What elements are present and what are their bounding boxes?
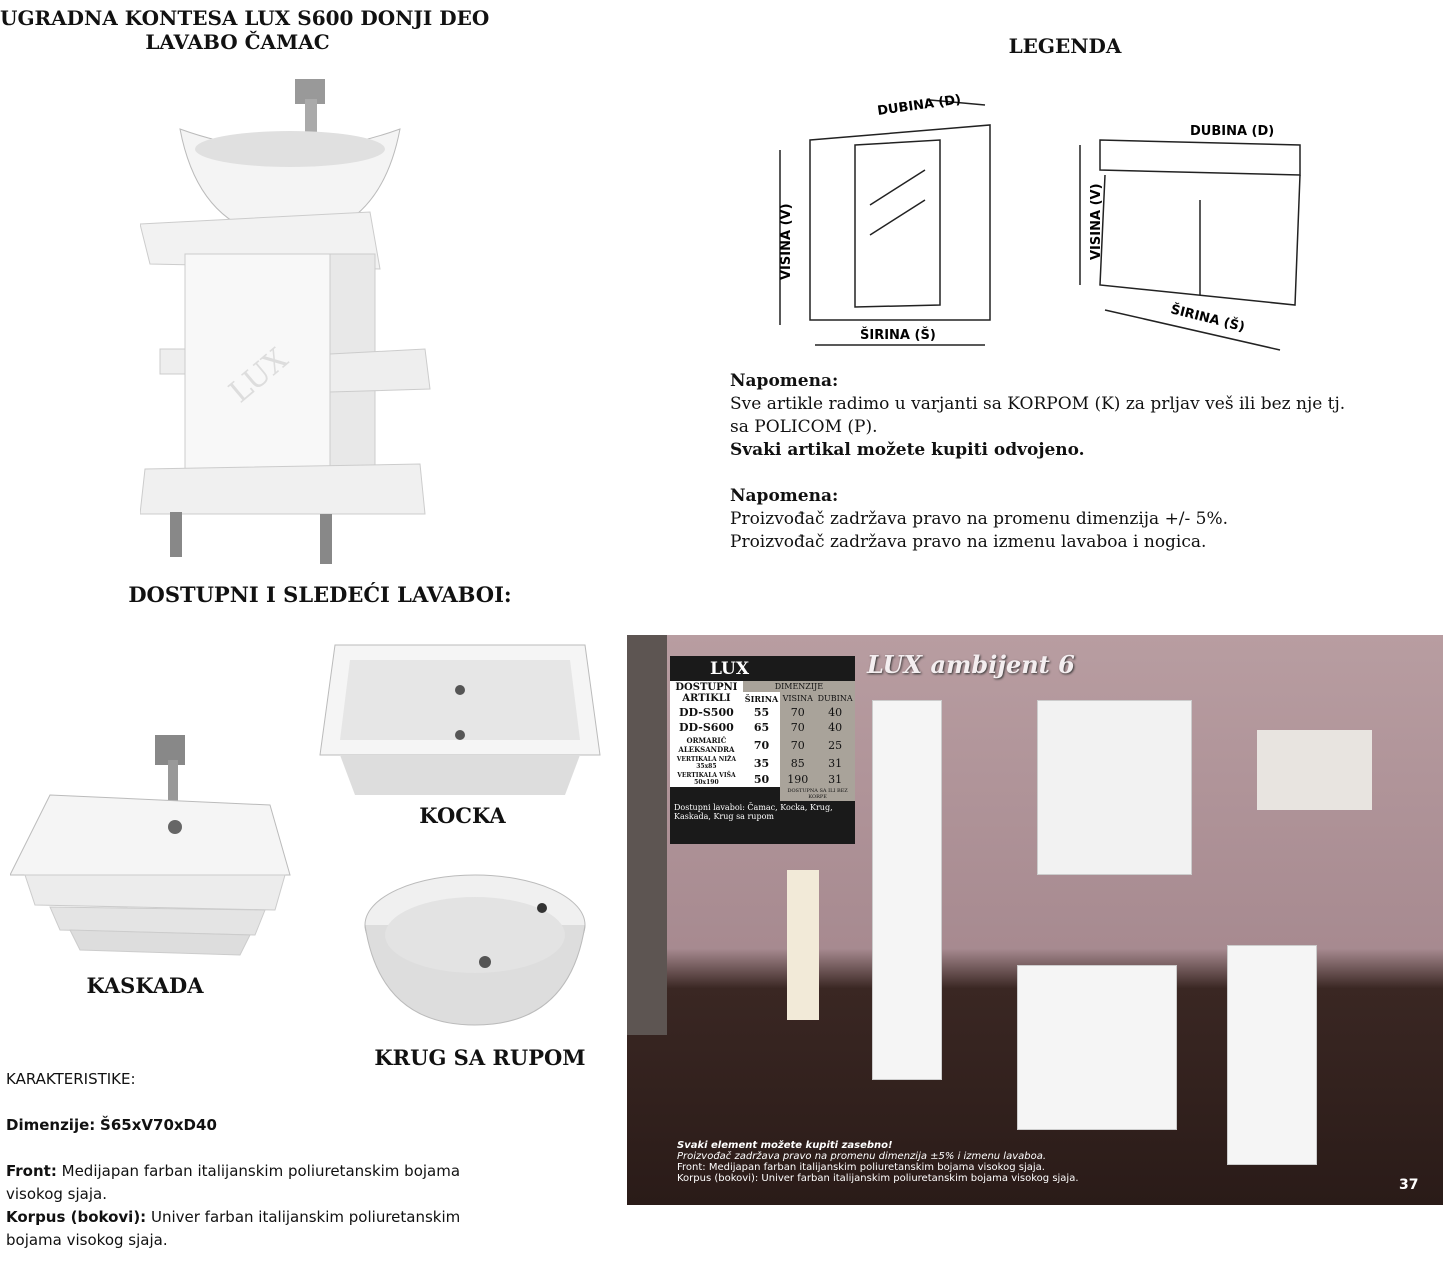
cell: VERTIKALA NIŽA 35x85 bbox=[670, 755, 743, 771]
basin-kocka-image bbox=[319, 644, 601, 795]
cell: DD-S600 bbox=[670, 720, 743, 735]
note-heading: Napomena: bbox=[730, 486, 839, 506]
basins-title: DOSTUPNI I SLEDEĆI LAVABOI: bbox=[128, 582, 512, 607]
vanity-unit bbox=[1017, 965, 1177, 1130]
caption-line: Front: Medijapan farban italijanskim pol… bbox=[677, 1162, 1045, 1173]
cell: DD-S500 bbox=[670, 705, 743, 720]
korpus-text: Univer farban italijanskim poliuretanski… bbox=[150, 1208, 461, 1226]
product-title: UGRADNA KONTESA LUX S600 DONJI DEO LAVAB… bbox=[0, 6, 490, 54]
basin-kaskada-image bbox=[10, 735, 291, 956]
basin-krug-image bbox=[364, 874, 586, 1026]
legend-depth-label: DUBINA (D) bbox=[876, 92, 962, 119]
note-bold-line: Svaki artikal možete kupiti odvojeno. bbox=[730, 440, 1085, 460]
notes: Napomena: Sve artikle radimo u varjanti … bbox=[730, 370, 1430, 554]
col-header: VISINA bbox=[780, 692, 816, 705]
cell: 65 bbox=[742, 720, 781, 735]
cell: 70 bbox=[742, 735, 781, 755]
cell: 70 bbox=[780, 735, 816, 755]
cell: 40 bbox=[815, 705, 855, 720]
legend-height-label: VISINA (V) bbox=[1089, 183, 1104, 260]
cell: 70 bbox=[780, 720, 816, 735]
product-image-cabinet: LUX bbox=[140, 79, 431, 564]
cell: 35 bbox=[742, 755, 781, 771]
legend-title: LEGENDA bbox=[1008, 34, 1122, 58]
cell: 31 bbox=[815, 755, 855, 771]
front-text: Medijapan farban italijanskim poliuretan… bbox=[61, 1162, 461, 1180]
legend-diagrams: DUBINA (D) VISINA (V) ŠIRINA (Š) DUBINA … bbox=[779, 92, 1301, 351]
tall-cabinet bbox=[872, 700, 942, 1080]
legend-width-label: ŠIRINA (Š) bbox=[1169, 301, 1246, 335]
basin-label-krug: KRUG SA RUPOM bbox=[374, 1045, 586, 1070]
korpus-text: bojama visokog sjaja. bbox=[6, 1231, 168, 1249]
caption-line: Proizvođač zadržava pravo na promenu dim… bbox=[677, 1151, 1047, 1162]
characteristics-heading: KARAKTERISTIKE: bbox=[6, 1070, 136, 1088]
floor-lamp bbox=[787, 870, 819, 1020]
ambient-title: LUX ambijent 6 bbox=[867, 650, 1075, 679]
basin-label-kaskada: KASKADA bbox=[86, 973, 204, 998]
cell: VERTIKALA VIŠA 50x190 bbox=[670, 771, 743, 787]
cell: 70 bbox=[780, 705, 816, 720]
table-footer: Dostupni lavaboi: Čamac, Kocka, Krug, Ka… bbox=[674, 803, 833, 821]
mirror-cabinet bbox=[1037, 700, 1192, 875]
cell: 50 bbox=[742, 771, 781, 787]
cell: 31 bbox=[815, 771, 855, 787]
cell: 25 bbox=[815, 735, 855, 755]
ambient-caption: Svaki element možete kupiti zasebno! Pro… bbox=[677, 1140, 1079, 1184]
orchid-picture bbox=[1257, 730, 1372, 810]
legend-depth-label: DUBINA (D) bbox=[1190, 124, 1274, 139]
cell: 190 bbox=[780, 771, 816, 787]
note-line: Proizvođač zadržava pravo na promenu dim… bbox=[730, 509, 1229, 529]
front-label: Front: bbox=[6, 1162, 57, 1180]
note-line: Sve artikle radimo u varjanti sa KORPOM … bbox=[730, 394, 1346, 414]
characteristics: KARAKTERISTIKE: Dimenzije: Š65xV70xD40 F… bbox=[6, 1068, 606, 1252]
title-line: UGRADNA KONTESA LUX S600 DONJI DEO bbox=[0, 6, 490, 30]
col-header-items: DOSTUPNI ARTIKLI bbox=[670, 681, 743, 705]
cell: 85 bbox=[780, 755, 816, 771]
dim-label: Dimenzije: bbox=[6, 1116, 96, 1134]
stone-wall bbox=[627, 635, 667, 1035]
korpus-label: Korpus (bokovi): bbox=[6, 1208, 147, 1226]
note-line: sa POLICOM (P). bbox=[730, 417, 878, 437]
table-note: DOSTUPNA SA ILI BEZ KORPE bbox=[780, 787, 855, 801]
title-line: LAVABO ČAMAC bbox=[145, 30, 330, 54]
note-heading: Napomena: bbox=[730, 371, 839, 391]
front-text: visokog sjaja. bbox=[6, 1185, 107, 1203]
cell: 55 bbox=[742, 705, 781, 720]
cell: ORMARIĆ ALEKSANDRA bbox=[670, 735, 743, 755]
col-header: ŠIRINA bbox=[742, 692, 781, 705]
col-header-dims: DIMENZIJE bbox=[742, 681, 855, 693]
col-header: DUBINA bbox=[815, 692, 855, 705]
basin-label-kocka: KOCKA bbox=[419, 803, 506, 828]
cell: 40 bbox=[815, 720, 855, 735]
table-brand: LUX bbox=[710, 659, 750, 679]
legend-height-label: VISINA (V) bbox=[779, 203, 794, 280]
page-number: 37 bbox=[1399, 1177, 1419, 1193]
note-line: Proizvođač zadržava pravo na izmenu lava… bbox=[730, 532, 1207, 552]
dim-value: Š65xV70xD40 bbox=[100, 1116, 217, 1134]
caption-bold: Svaki element možete kupiti zasebno! bbox=[677, 1140, 893, 1151]
legend-width-label: ŠIRINA (Š) bbox=[860, 327, 936, 343]
caption-line: Korpus (bokovi): Univer farban italijans… bbox=[677, 1173, 1079, 1184]
side-cabinet bbox=[1227, 945, 1317, 1165]
